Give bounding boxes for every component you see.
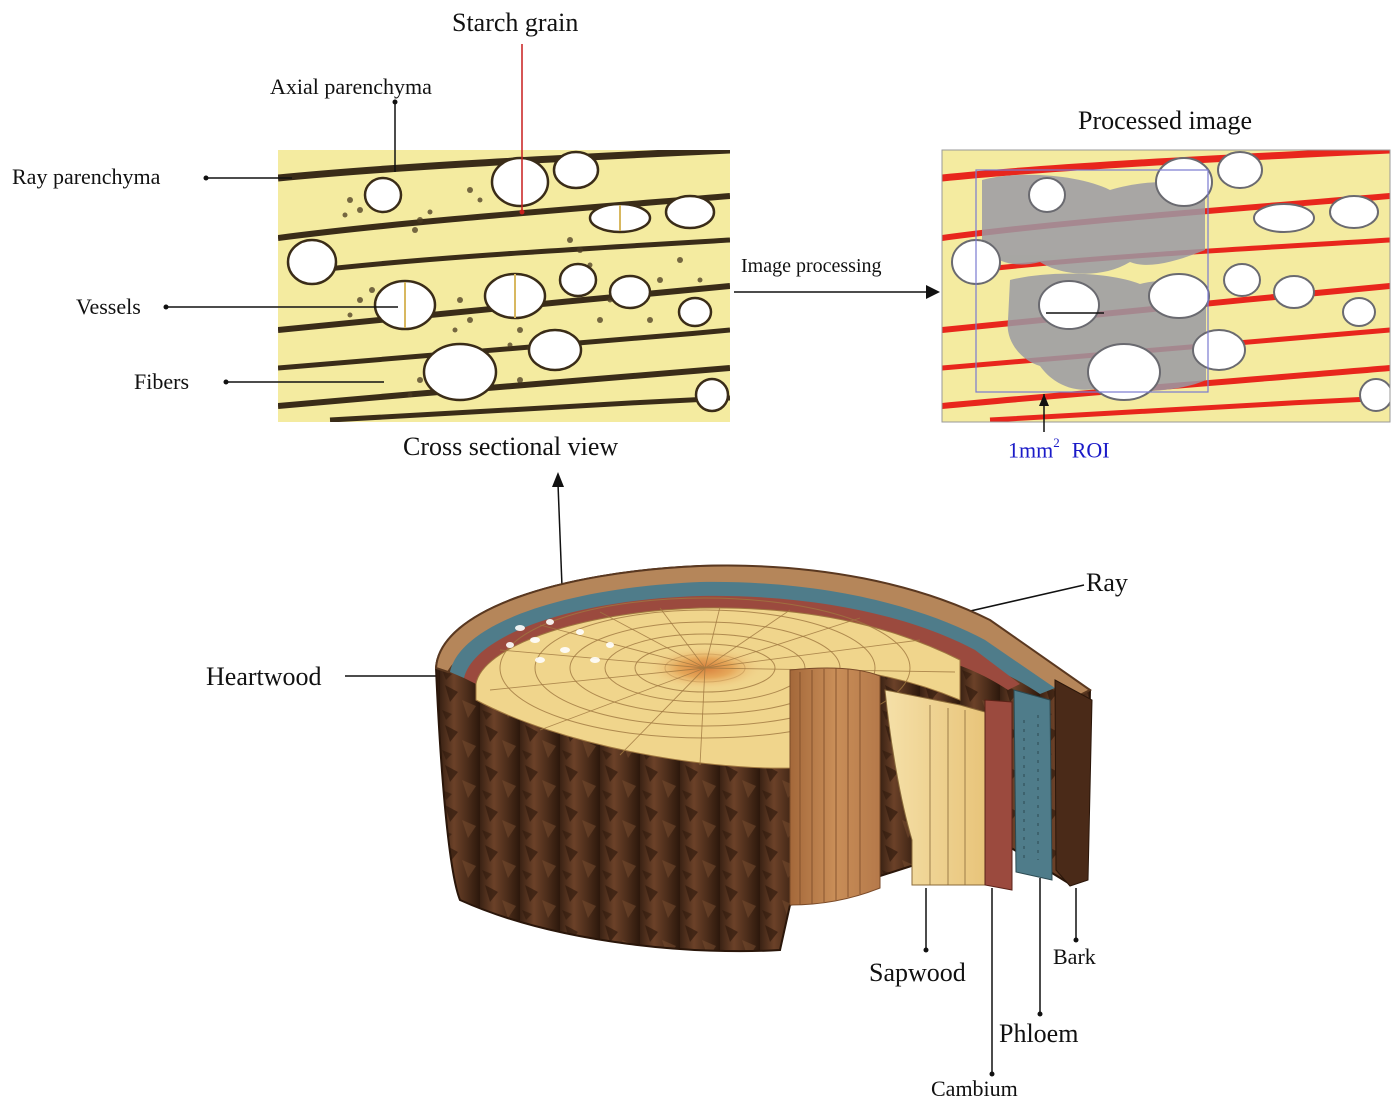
processed-image-label: Processed image xyxy=(1078,108,1252,134)
processed-image xyxy=(942,150,1392,422)
ray-parenchyma-label: Ray parenchyma xyxy=(12,166,160,188)
image-processing-label: Image processing xyxy=(741,256,882,276)
cross-sectional-view-label: Cross sectional view xyxy=(403,434,618,460)
starch-grain-label: Starch grain xyxy=(452,10,578,36)
phloem-label: Phloem xyxy=(999,1021,1078,1047)
bark-label: Bark xyxy=(1053,946,1096,968)
arrowhead-right xyxy=(926,285,940,299)
heartwood-label: Heartwood xyxy=(206,664,322,690)
tree-trunk-illustration xyxy=(436,566,1092,952)
vessels-label: Vessels xyxy=(76,296,141,318)
roi-unit: 1mm xyxy=(1008,437,1053,462)
roi-label: 1mm2 ROI xyxy=(1008,438,1110,461)
cross-section-micrograph xyxy=(278,150,730,422)
fibers-label: Fibers xyxy=(134,371,189,393)
sapwood-label: Sapwood xyxy=(869,960,966,986)
arrowhead-up xyxy=(552,472,564,487)
axial-parenchyma-label: Axial parenchyma xyxy=(270,76,432,98)
ray-label: Ray xyxy=(1086,570,1128,596)
roi-exponent: 2 xyxy=(1053,435,1060,450)
cambium-label: Cambium xyxy=(931,1078,1018,1100)
roi-text: ROI xyxy=(1072,437,1110,462)
